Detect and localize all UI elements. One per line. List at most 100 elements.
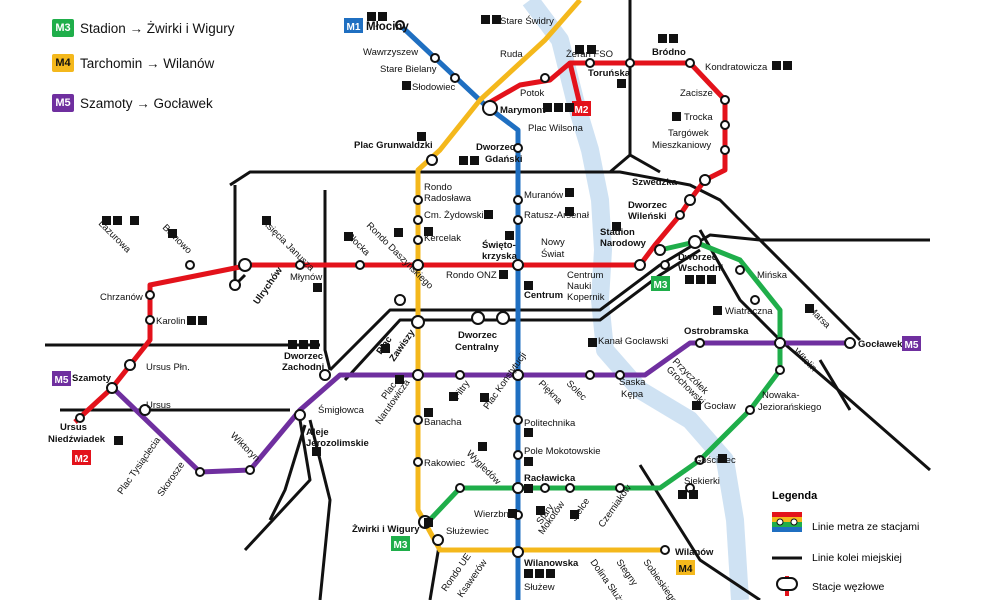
line-m3 [423, 239, 783, 527]
route-badge-m5: M5 [52, 94, 74, 112]
station-stare-swidry: Stare Świdry [500, 15, 554, 27]
station-aleje-jer-1: Aleje [306, 427, 329, 438]
badge-m5-goclawek: M5 [905, 340, 919, 351]
station-politechnika: Politechnika [524, 418, 576, 429]
station-slodowiec: Słodowiec [412, 82, 456, 93]
station-smiglowca: Śmigłowca [318, 404, 365, 416]
station-stadion-2: Narodowy [600, 238, 647, 249]
map-legend: Legenda Linie metra ze stacjami Linie ko… [768, 486, 998, 600]
station-dworzec-wilenski-1: Dworzec [628, 200, 667, 211]
station-raclawicka: Racławicka [524, 473, 576, 484]
station-wierzbno: Wierzbno [474, 509, 514, 520]
station-ursus-niedzwiadek-2: Niedźwiadek [48, 434, 106, 445]
station-targowek-2: Mieszkaniowy [652, 140, 711, 151]
station-nowy-swiat-2: Świat [541, 248, 565, 260]
station-cm-zydowski: Cm. Żydowski [424, 210, 484, 221]
station-dworzec-zachodni-1: Dworzec [284, 351, 323, 362]
legend-metro-lines: Linie metra ze stacjami [812, 521, 920, 533]
station-plac-grunwaldzki: Plac Grunwaldzki [354, 140, 433, 151]
station-ratusz: Ratusz-Arsenał [524, 210, 590, 221]
station-sobieskiego: Sobieskiego [641, 557, 680, 600]
station-nowaka-1: Nowaka- [762, 390, 800, 401]
station-sluzew: Służew [524, 582, 555, 593]
badge-m2-marymont: M2 [575, 105, 589, 116]
badge-m4-wilanow: M4 [679, 564, 693, 575]
badge-m3-zwirki: M3 [394, 540, 408, 551]
station-rondo-onz: Rondo ONZ [446, 270, 497, 281]
station-ruda: Ruda [500, 49, 523, 60]
station-stare-bielany: Stare Bielany [380, 64, 437, 75]
station-rondo-radoslawa-1: Rondo [424, 182, 452, 193]
route-legend-m3: M3 Stadion → Żwirki i Wigury [52, 18, 235, 38]
tram-icon [402, 81, 411, 90]
map-badges: M1 M2 M2 M3 M3 M4 M5 M5 [52, 18, 921, 575]
station-szamoty: Szamoty [72, 373, 112, 384]
station-kanal-goclawski: Kanał Gocławski [598, 336, 668, 347]
parking-icon [481, 15, 490, 24]
route-legend: M3 Stadion → Żwirki i Wigury M4 Tarchomi… [0, 0, 260, 120]
station-dworzec-gdanski-2: Gdański [485, 154, 523, 165]
station-zacisze: Zacisze [680, 88, 713, 99]
transit-icons [102, 12, 814, 578]
station-torunska: Toruńska [588, 68, 631, 79]
station-ulrychow: Ulrychów [251, 265, 285, 307]
station-gosciniec: Gościniec [694, 455, 736, 466]
route-badge-m4: M4 [52, 54, 74, 72]
station-brodno: Bródno [652, 47, 686, 58]
station-kondratowicza: Kondratowicza [705, 62, 768, 73]
line-m1 [398, 23, 521, 600]
station-saska-kepa-2: Kępa [621, 389, 644, 400]
route-badge-m3: M3 [52, 19, 74, 37]
station-solec: Solec [564, 378, 589, 403]
station-dworzec-centralny-1: Dworzec [458, 330, 497, 341]
station-swietokrzyska-2: krzyska [482, 251, 518, 262]
station-nowaka-2: Jeziorańskiego [758, 402, 821, 413]
station-chrzanow: Chrzanów [100, 292, 143, 303]
station-kercelak: Kercelak [424, 233, 461, 244]
station-swietokrzyska-1: Święto- [482, 239, 516, 251]
station-plac-wilsona: Plac Wilsona [528, 123, 584, 134]
station-cnk-2: Nauki [567, 281, 591, 292]
station-wiatraczna: Wiatraczna [725, 306, 773, 317]
station-mlociny: Młociny [366, 21, 409, 33]
badge-m5-szamoty: M5 [55, 375, 69, 386]
station-dworzec-zachodni-2: Zachodni [282, 362, 324, 373]
station-nowy-swiat-1: Nowy [541, 237, 565, 248]
station-dworzec-gdanski-1: Dworzec [476, 142, 515, 153]
station-karolin: Karolin [156, 316, 186, 327]
tram-icon [492, 15, 501, 24]
station-mlynow: Młynów [290, 272, 322, 283]
station-ursus: Ursus [146, 400, 171, 411]
station-goclaw: Gocław [704, 401, 736, 412]
legend-title: Legenda [772, 490, 818, 502]
station-sluzewiec: Służewiec [446, 526, 489, 537]
station-marymont: Marymont [500, 105, 546, 116]
station-dworzec-wilenski-2: Wileński [628, 211, 666, 222]
station-muranow: Muranów [524, 190, 563, 201]
station-dworzec-wschodni-2: Wschodni [678, 263, 723, 274]
line-m5 [113, 340, 852, 475]
station-bemowo: Bemowo [160, 222, 194, 256]
legend-hub-stations: Stacje węzłowe [812, 581, 885, 593]
station-szwedzka: Szwedzka [632, 177, 678, 188]
station-potok: Potok [520, 88, 545, 99]
station-centrum: Centrum [524, 290, 563, 301]
station-plac-konstytucji: Plac Konstytucji [481, 350, 528, 411]
station-ursus-niedzwiadek-1: Ursus [60, 422, 87, 433]
station-wawrzyszew: Wawrzyszew [363, 47, 418, 58]
station-skorosze: Skorosze [155, 460, 187, 499]
badge-m1-bg [344, 18, 363, 33]
route-text-m3: Stadion → Żwirki i Wigury [80, 20, 235, 36]
station-saska-kepa-1: Saska [619, 377, 646, 388]
station-plac-zawiszy-2: Zawiszy [387, 327, 417, 364]
station-piekna: Piękna [536, 378, 565, 407]
station-siekierki: Siekierki [684, 476, 720, 487]
station-banacha: Banacha [424, 417, 462, 428]
station-ostrobramska: Ostrobramska [684, 326, 749, 337]
tram-icon [367, 12, 376, 21]
station-wiktoryn: Wiktoryn [228, 430, 262, 464]
station-dworzec-wschodni-1: Dworzec [678, 252, 717, 263]
legend-swatches [772, 512, 802, 596]
station-zeran-fso: Żerań FSO [566, 49, 613, 60]
